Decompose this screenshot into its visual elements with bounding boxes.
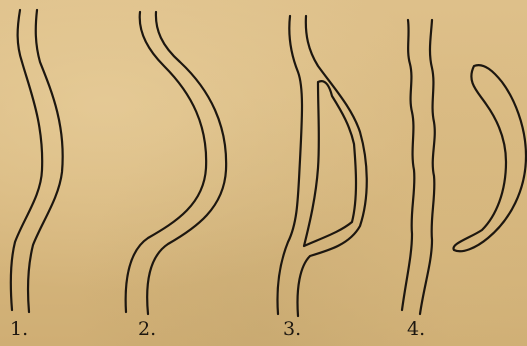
figure-2-left-bank — [126, 12, 207, 312]
figure-3-left-bank — [277, 16, 302, 314]
figure-2-right-bank — [147, 12, 226, 314]
figure-2-channel — [126, 12, 227, 314]
figure-label-1: 1. — [10, 320, 28, 339]
figure-label-3: 3. — [283, 320, 301, 339]
figure-3-channel — [277, 16, 366, 316]
figure-4-right-bank — [420, 20, 435, 314]
figure-4-channel — [402, 20, 435, 314]
figure-4-oxbow-lake — [453, 65, 526, 251]
figure-1-right-bank — [28, 10, 63, 312]
figure-4-oxbow-outline — [453, 65, 526, 251]
figure-label-2: 2. — [138, 320, 156, 339]
figure-4-left-bank — [402, 20, 414, 310]
figure-1-channel — [11, 10, 63, 312]
figure-label-4: 4. — [407, 320, 425, 339]
